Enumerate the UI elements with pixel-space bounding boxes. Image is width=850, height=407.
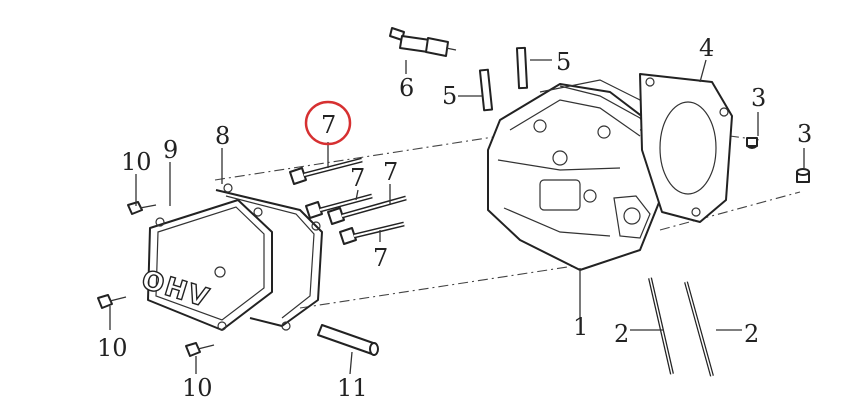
callout-10-bottom: 10 xyxy=(182,374,213,402)
head-gasket xyxy=(639,73,733,223)
callout-labels: 1 2 2 3 3 4 5 5 6 7 7 7 7 8 9 10 10 10 1… xyxy=(97,34,812,402)
leader-lines xyxy=(109,59,805,375)
stud-5-a xyxy=(515,46,529,90)
push-rod-2-a xyxy=(648,277,674,375)
stud-5-b xyxy=(478,68,494,112)
bolt-10-left xyxy=(97,294,127,309)
callout-1: 1 xyxy=(573,313,588,341)
callout-2-right: 2 xyxy=(744,320,759,348)
callout-10-top: 10 xyxy=(121,148,152,176)
callout-2-left: 2 xyxy=(614,320,629,348)
valve-cover: OHV xyxy=(137,199,273,331)
bolt-7-mid-b xyxy=(327,195,407,225)
callout-10-left: 10 xyxy=(97,334,128,362)
highlight-circle xyxy=(304,100,352,146)
callout-7-circled: 7 xyxy=(321,111,336,139)
bolt-10-bottom xyxy=(185,342,215,357)
callout-4: 4 xyxy=(699,34,714,62)
bolt-10-top xyxy=(127,201,157,215)
bolt-7-low xyxy=(339,221,405,245)
bolt-7-top xyxy=(289,157,363,185)
push-rod-2-b xyxy=(684,281,714,377)
dowel-pin-11 xyxy=(317,324,379,356)
dowel-3-a xyxy=(746,137,758,149)
callout-7-right: 7 xyxy=(383,158,398,186)
callout-9: 9 xyxy=(163,136,178,164)
callout-3-b: 3 xyxy=(797,120,812,148)
dowel-3-b xyxy=(796,168,810,183)
spark-plug xyxy=(389,27,457,57)
callout-7-low: 7 xyxy=(373,244,388,272)
callout-7-mid: 7 xyxy=(350,164,365,192)
callout-3-a: 3 xyxy=(751,84,766,112)
callout-6: 6 xyxy=(399,74,414,102)
callout-5-right: 5 xyxy=(556,48,571,76)
callout-8: 8 xyxy=(215,122,230,150)
bolt-7-mid-a xyxy=(305,193,373,219)
callout-11: 11 xyxy=(337,374,368,402)
cover-gasket xyxy=(215,183,323,331)
callout-5-left: 5 xyxy=(442,82,457,110)
cylinder-head xyxy=(487,79,671,271)
